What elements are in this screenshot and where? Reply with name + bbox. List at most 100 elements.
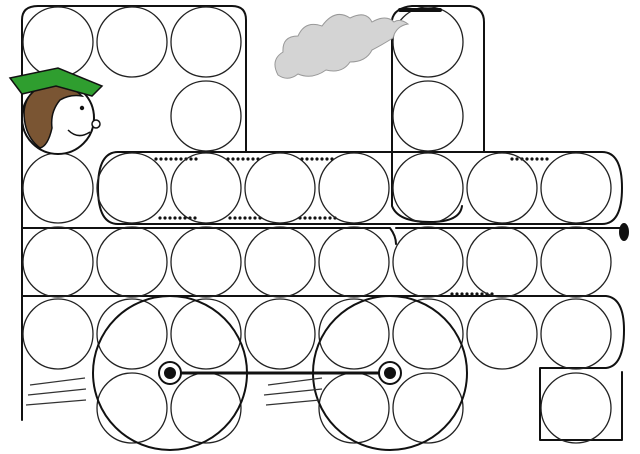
- rivet-dot: [328, 216, 332, 220]
- dot-circle: [392, 152, 464, 224]
- rivet-dot: [233, 216, 237, 220]
- dot-circle: [392, 372, 464, 444]
- rivet-dot: [158, 216, 162, 220]
- rivet-dot: [248, 216, 252, 220]
- engineer-eye: [79, 105, 85, 111]
- dot-circle: [244, 298, 316, 370]
- rivet-dot: [159, 157, 163, 161]
- rivet-dot: [174, 157, 178, 161]
- engineer-cap: [8, 67, 104, 97]
- rivet-dot: [308, 216, 312, 220]
- rivet-dot: [320, 157, 324, 161]
- rivet-dot: [455, 292, 459, 296]
- cab-outline: [21, 5, 247, 153]
- dot-circle: [22, 226, 94, 298]
- rivet-dot: [318, 216, 322, 220]
- dot-circle: [244, 226, 316, 298]
- rivet-dot: [305, 157, 309, 161]
- dot-circle: [170, 152, 242, 224]
- rivet-dot: [193, 216, 197, 220]
- chassis-outline: [21, 149, 625, 441]
- dot-circle: [96, 298, 168, 370]
- rivet-dots: [154, 157, 549, 296]
- rivet-dot: [323, 216, 327, 220]
- rivet-dot: [169, 157, 173, 161]
- dot-circle: [22, 298, 94, 370]
- dot-circle: [170, 372, 242, 444]
- rivet-dot: [510, 157, 514, 161]
- rivet-dot: [303, 216, 307, 220]
- rivet-dot: [315, 157, 319, 161]
- rivet-dot: [154, 157, 158, 161]
- rivet-dot: [164, 157, 168, 161]
- boiler-outline: [97, 151, 623, 225]
- rivet-dot: [163, 216, 167, 220]
- rivet-dot: [450, 292, 454, 296]
- dot-circle: [244, 152, 316, 224]
- connecting-rod: [158, 361, 402, 385]
- rivet-dot: [238, 216, 242, 220]
- chimney-outline: [391, 5, 485, 223]
- dot-circle: [170, 6, 242, 78]
- dot-circle: [96, 6, 168, 78]
- dot-circle: [22, 152, 94, 224]
- rivet-dot: [168, 216, 172, 220]
- dot-circle: [170, 80, 242, 152]
- rivet-dot: [470, 292, 474, 296]
- rivet-dot: [535, 157, 539, 161]
- rivet-dot: [236, 157, 240, 161]
- rivet-dot: [465, 292, 469, 296]
- rivet-dot: [194, 157, 198, 161]
- dot-circle: [318, 226, 390, 298]
- dot-circle: [392, 298, 464, 370]
- rivet-dot: [246, 157, 250, 161]
- smoke-cloud: [274, 13, 410, 79]
- dot-circle: [540, 372, 612, 444]
- rivet-dot: [525, 157, 529, 161]
- dot-circle: [170, 298, 242, 370]
- rivet-dot: [515, 157, 519, 161]
- dot-circle: [466, 298, 538, 370]
- rivet-dot: [179, 157, 183, 161]
- frame-line: [21, 227, 397, 245]
- rivet-dot: [189, 157, 193, 161]
- rivet-dot: [243, 216, 247, 220]
- dot-circle: [392, 6, 464, 78]
- rivet-dot: [228, 216, 232, 220]
- rivet-dot: [231, 157, 235, 161]
- buffer-nub: [619, 223, 629, 241]
- engineer-nose: [91, 119, 101, 129]
- dot-circle: [96, 226, 168, 298]
- dot-circle: [318, 298, 390, 370]
- dot-circle: [466, 152, 538, 224]
- engineer-smile: [67, 129, 91, 137]
- dot-circle: [96, 372, 168, 444]
- dot-circle: [96, 152, 168, 224]
- dot-circle: [22, 6, 94, 78]
- dot-circle: [466, 226, 538, 298]
- rivet-dot: [480, 292, 484, 296]
- dot-circle: [318, 152, 390, 224]
- dot-circle: [540, 152, 612, 224]
- rivet-dot: [475, 292, 479, 296]
- engineer: [8, 67, 104, 155]
- dot-circle: [392, 226, 464, 298]
- rivet-dot: [251, 157, 255, 161]
- dot-circle: [318, 372, 390, 444]
- rivet-dot: [310, 157, 314, 161]
- dot-circles: [22, 6, 612, 444]
- rivet-dot: [530, 157, 534, 161]
- speed-lines: [25, 377, 323, 406]
- rivet-dot: [173, 216, 177, 220]
- dot-circle: [540, 298, 612, 370]
- rivet-dot: [460, 292, 464, 296]
- dot-circle: [170, 226, 242, 298]
- dot-circle: [392, 80, 464, 152]
- rivet-dot: [545, 157, 549, 161]
- rivet-dot: [241, 157, 245, 161]
- rivet-dot: [253, 216, 257, 220]
- rivet-dot: [313, 216, 317, 220]
- rivet-dot: [540, 157, 544, 161]
- rivet-dot: [325, 157, 329, 161]
